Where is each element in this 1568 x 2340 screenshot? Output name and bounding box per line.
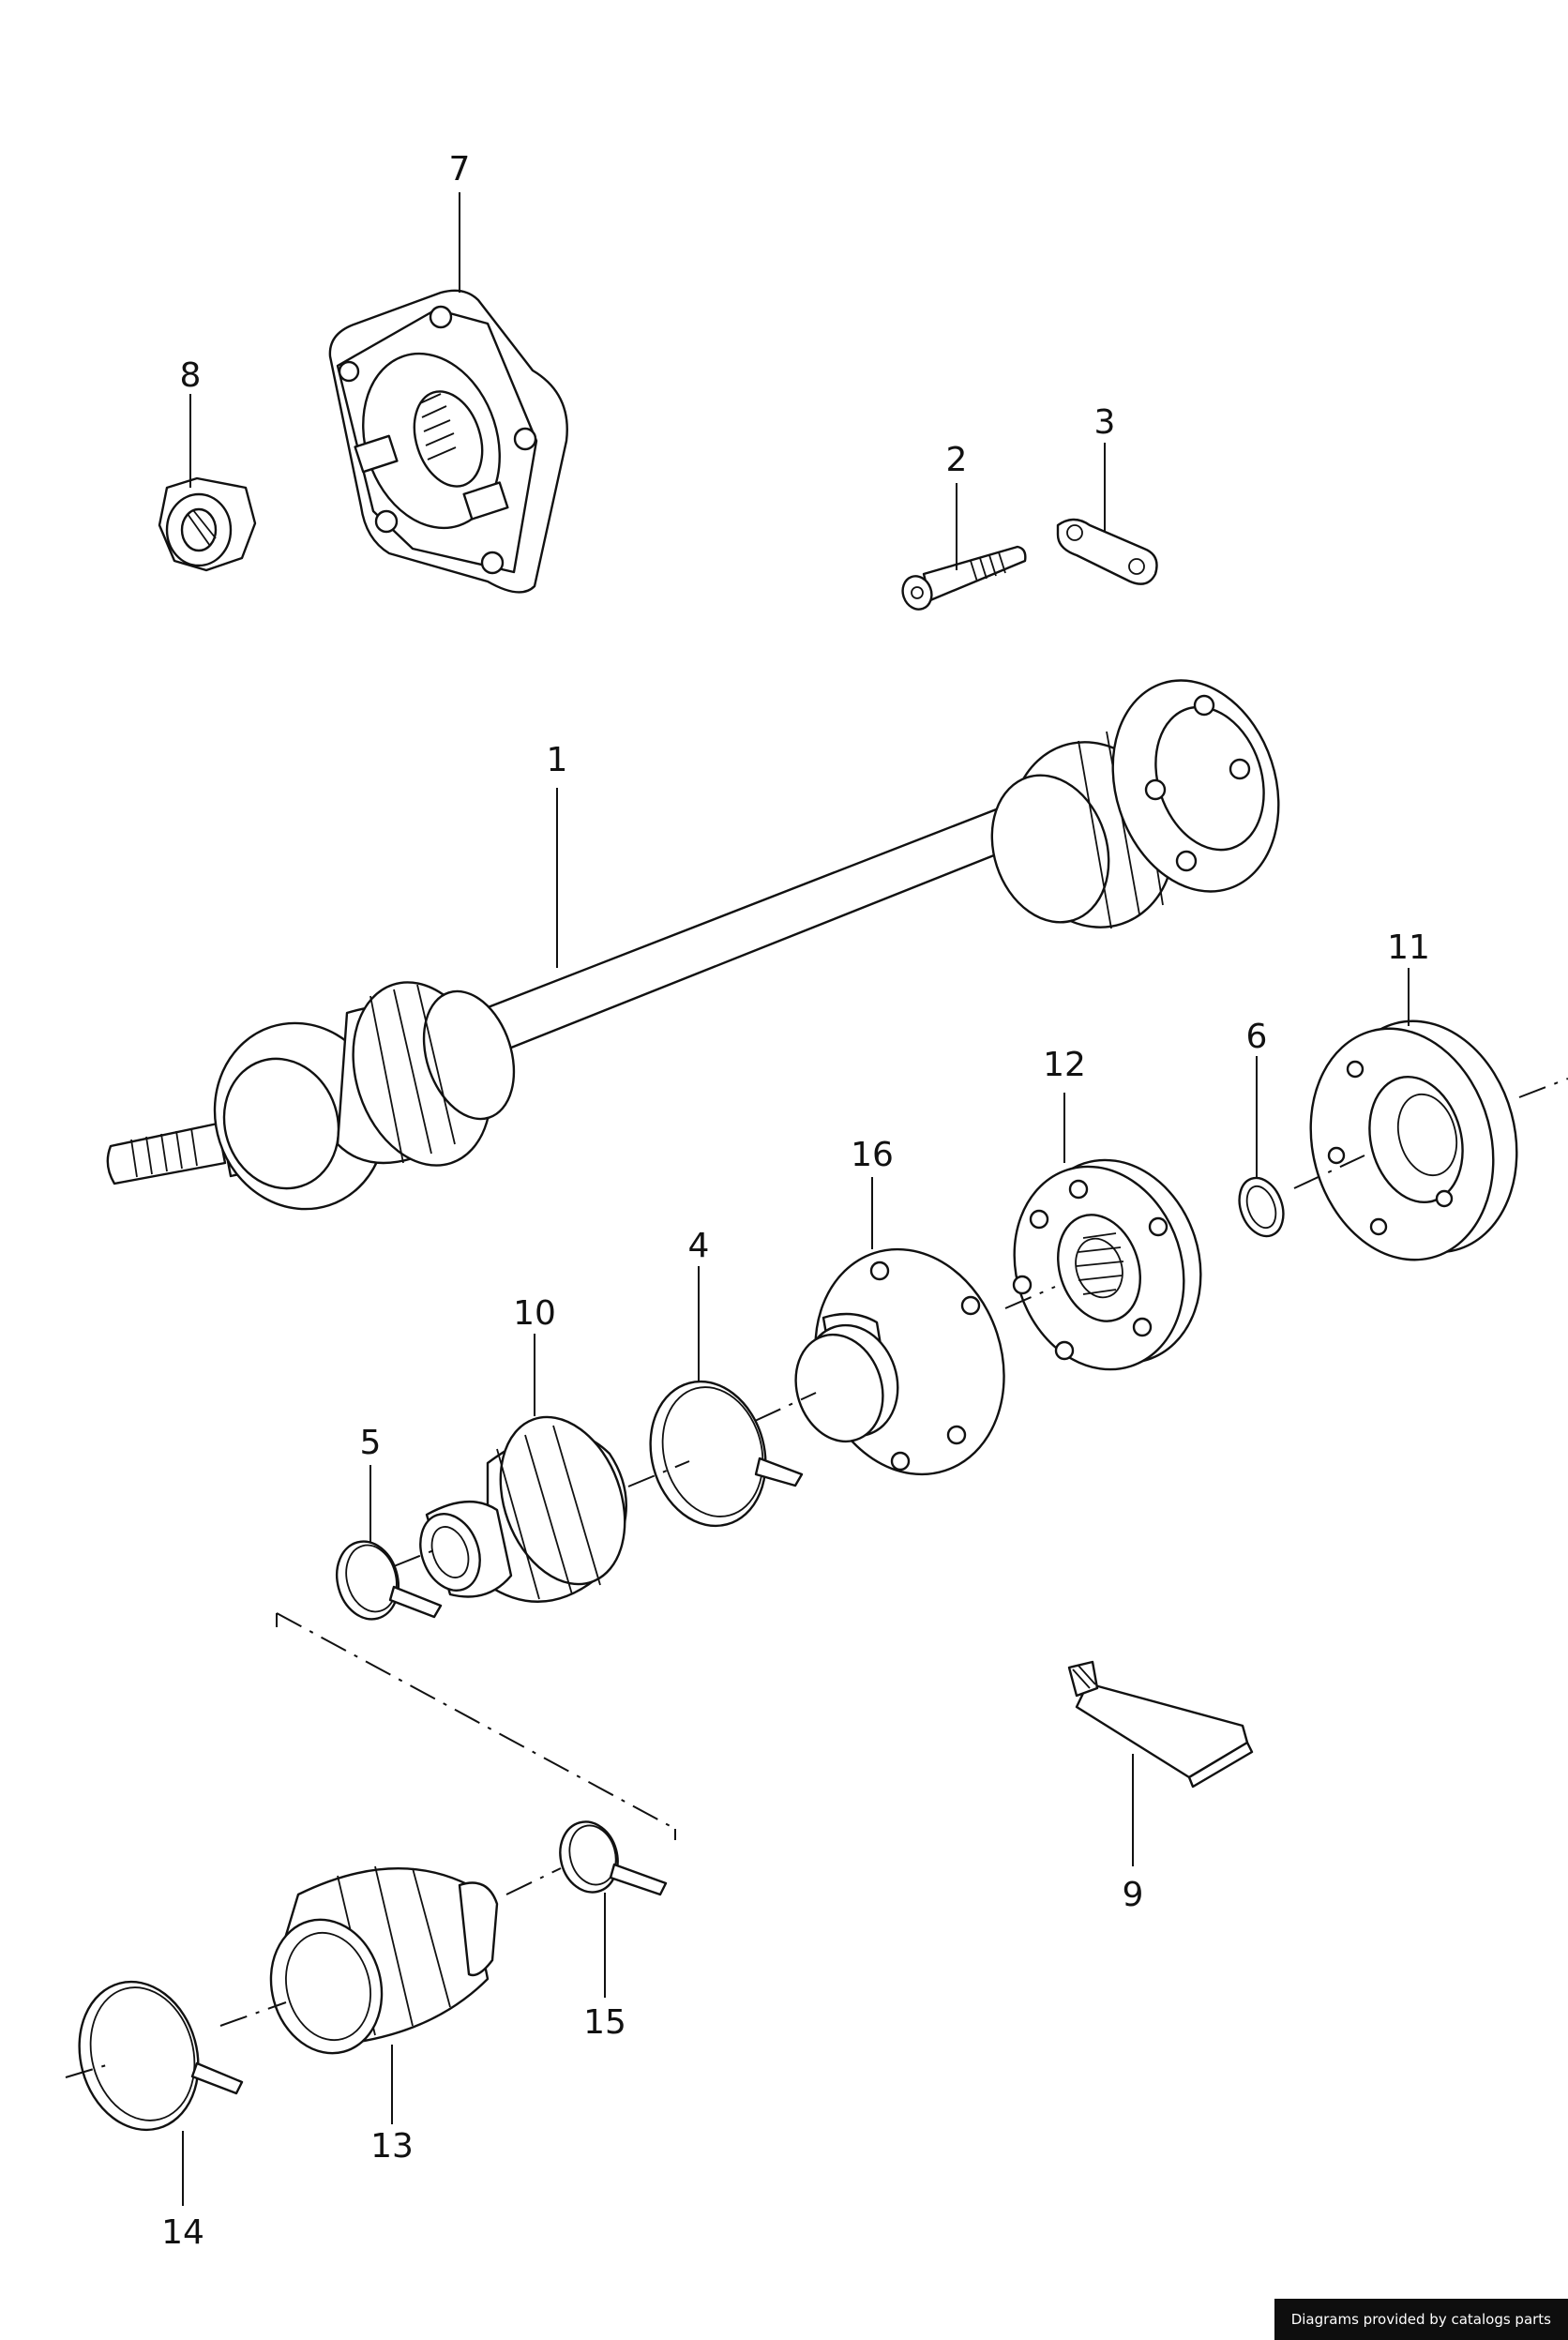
assembly-axis-lines xyxy=(65,1078,1568,2078)
part-3-locking-plate[interactable] xyxy=(1056,518,1158,585)
callout-8: 8 xyxy=(180,356,202,395)
callout-16: 16 xyxy=(851,1136,894,1174)
callout-15: 15 xyxy=(583,2003,626,2042)
callout-10: 10 xyxy=(513,1294,556,1333)
callout-9: 9 xyxy=(1123,1876,1144,1914)
part-11-cv-joint-housing[interactable] xyxy=(1286,1001,1542,1281)
callout-3: 3 xyxy=(1094,403,1116,442)
part-5-hose-clamp[interactable] xyxy=(328,1534,443,1626)
part-1-drive-shaft[interactable] xyxy=(106,658,1305,1231)
callout-6: 6 xyxy=(1246,1018,1268,1056)
part-4-hose-clamp[interactable] xyxy=(635,1368,804,1539)
callout-13: 13 xyxy=(370,2127,414,2166)
callout-4: 4 xyxy=(688,1227,710,1265)
callout-2: 2 xyxy=(946,441,968,479)
part-2-bolt[interactable] xyxy=(898,545,1027,613)
callout-1: 1 xyxy=(547,741,568,779)
callout-labels: 1 2 3 4 5 6 7 8 9 10 11 12 13 14 15 16 xyxy=(161,150,1430,2252)
callout-12: 12 xyxy=(1043,1046,1086,1084)
callout-7: 7 xyxy=(449,150,471,189)
part-9-grease-tube[interactable] xyxy=(1067,1660,1254,1789)
callout-14: 14 xyxy=(161,2213,204,2252)
part-16-cover[interactable] xyxy=(782,1225,1033,1500)
part-12-cv-joint[interactable] xyxy=(988,1138,1226,1392)
part-7-drive-flange[interactable] xyxy=(328,289,568,594)
part-8-lock-nut[interactable] xyxy=(158,476,257,572)
part-13-boot[interactable] xyxy=(256,1865,499,2066)
part-14-hose-clamp[interactable] xyxy=(63,1969,244,2144)
part-15-hose-clamp[interactable] xyxy=(552,1816,668,1899)
credit-badge: Diagrams provided by catalogs parts xyxy=(1274,2299,1568,2340)
part-6-circlip[interactable] xyxy=(1231,1171,1290,1242)
leader-lines xyxy=(182,192,1410,2206)
callout-11: 11 xyxy=(1387,928,1430,967)
part-10-boot[interactable] xyxy=(410,1399,646,1603)
callout-5: 5 xyxy=(360,1424,382,1462)
